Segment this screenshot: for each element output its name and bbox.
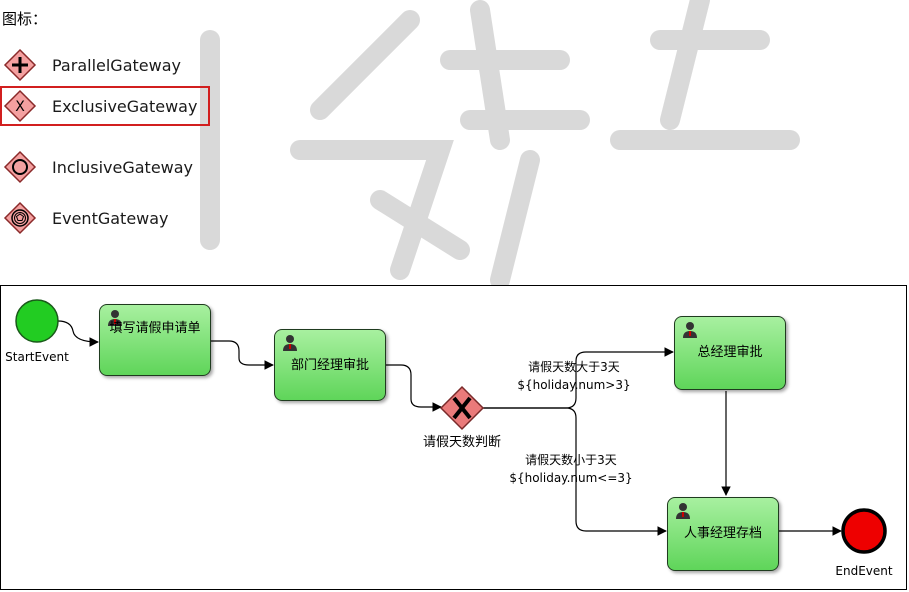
flow-fill-to-dept (209, 340, 274, 370)
flow-label-line: 请假天数大于3天 (528, 360, 620, 374)
parallel-gateway-icon (0, 45, 40, 85)
gateway-label: 请假天数判断 (422, 435, 501, 450)
user-icon (283, 335, 297, 351)
palette-item-event-gateway[interactable]: EventGateway (0, 198, 210, 238)
watermark (200, 0, 800, 290)
diagram-canvas (15, 299, 887, 554)
flow-gateway-to-hr (483, 407, 667, 536)
flow-start-to-fill (57, 320, 99, 347)
user-icon (676, 503, 690, 519)
start-event (15, 299, 59, 343)
palette-item-label: ExclusiveGateway (52, 96, 198, 116)
palette-item-label: InclusiveGateway (52, 157, 194, 177)
task-fill-form[interactable]: 填写请假申请单 (99, 304, 211, 376)
exclusive-gateway-icon: X (0, 86, 40, 126)
palette-item-inclusive-gateway[interactable]: InclusiveGateway (0, 147, 210, 187)
event-gateway-icon (0, 198, 40, 238)
section-label: 图标： (2, 10, 48, 28)
palette-item-label: ParallelGateway (52, 55, 181, 75)
palette-item-exclusive-gateway[interactable]: X ExclusiveGateway (0, 86, 210, 126)
flow-label-line: 请假天数小于3天 (525, 453, 617, 467)
task-gm-approval[interactable]: 总经理审批 (674, 316, 786, 390)
process-diagram: 填写请假申请单 部门经理审批 总经理审批 人事经理存档 StartEvent E… (0, 285, 907, 590)
flow-condition: ${holiday.num<=3} (509, 471, 633, 485)
task-label: 填写请假申请单 (109, 321, 201, 336)
task-label: 部门经理审批 (290, 358, 369, 373)
end-event-label: EndEvent (835, 564, 893, 578)
task-label: 人事经理存档 (683, 526, 762, 541)
palette-item-parallel-gateway[interactable]: ParallelGateway (0, 45, 210, 85)
flow-dept-to-gateway (384, 364, 442, 412)
exclusive-gateway (439, 385, 485, 431)
task-dept-approval[interactable]: 部门经理审批 (274, 329, 386, 401)
task-hr-archive[interactable]: 人事经理存档 (667, 497, 779, 571)
flow-label-more-than-3: 请假天数大于3天 ${holiday.num>3} (509, 358, 639, 394)
flow-gateway-to-gm (483, 347, 674, 409)
user-icon (108, 310, 122, 326)
user-icon (683, 322, 697, 338)
palette-item-label: EventGateway (52, 208, 169, 228)
start-event-label: StartEvent (5, 350, 69, 364)
task-label: 总经理审批 (697, 345, 763, 360)
end-event (841, 508, 887, 554)
flow-label-less-eq-3: 请假天数小于3天 ${holiday.num<=3} (506, 451, 636, 487)
flow-condition: ${holiday.num>3} (517, 378, 631, 392)
svg-text:X: X (15, 99, 25, 115)
inclusive-gateway-icon (0, 147, 40, 187)
